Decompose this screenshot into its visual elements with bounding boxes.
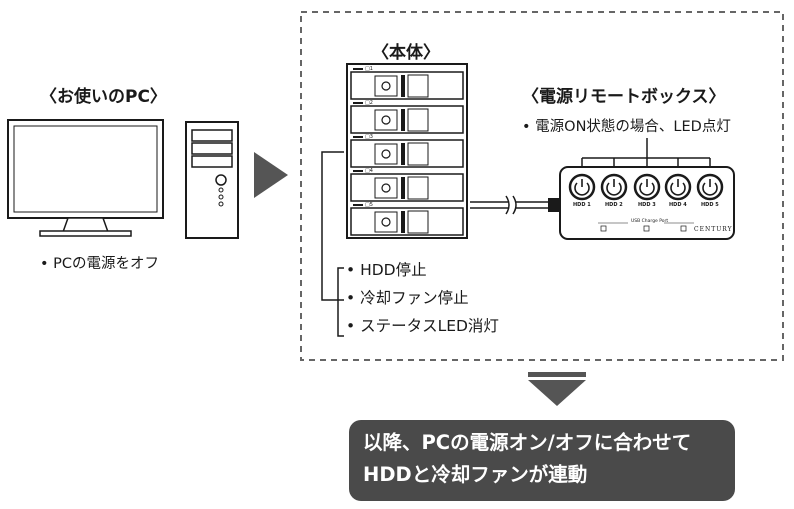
status-bracket xyxy=(321,151,344,337)
hdd-bay-1 xyxy=(350,68,464,100)
result-line-1: 以降、PCの電源オン/オフに合わせて xyxy=(363,431,692,454)
power-button-4-icon xyxy=(664,173,692,201)
usb-port-label: USB Charge Port xyxy=(631,219,669,224)
hdd-4-label: HDD 4 xyxy=(669,202,687,208)
result-banner: 以降、PCの電源オン/オフに合わせて HDDと冷却ファンが連動 xyxy=(349,420,735,501)
bay-label-1: □1 xyxy=(365,66,373,72)
cable xyxy=(470,195,560,215)
monitor-icon xyxy=(7,119,164,237)
remote-box xyxy=(559,166,735,240)
unit-title: 〈本体〉 xyxy=(372,43,440,63)
remote-title: 〈電源リモートボックス〉 xyxy=(522,87,726,107)
right-arrow-icon xyxy=(254,152,288,198)
status-fan-stop: • 冷却ファン停止 xyxy=(346,289,469,307)
hdd-3-label: HDD 3 xyxy=(638,202,656,208)
status-led-off: • ステータスLED消灯 xyxy=(346,317,499,335)
hdd-bay-4 xyxy=(350,170,464,202)
power-button-1-icon xyxy=(568,173,596,201)
result-line-2: HDDと冷却ファンが連動 xyxy=(363,463,588,486)
hdd-1-label: HDD 1 xyxy=(573,202,591,208)
power-button-5-icon xyxy=(696,173,724,201)
hdd-bay-5 xyxy=(350,204,464,236)
bay-label-3: □3 xyxy=(365,134,373,140)
power-button-2-icon xyxy=(600,173,628,201)
status-hdd-stop: • HDD停止 xyxy=(346,261,427,279)
bay-label-4: □4 xyxy=(365,168,373,174)
hdd-enclosure xyxy=(346,63,468,239)
hdd-5-label: HDD 5 xyxy=(701,202,719,208)
brand-label: CENTURY xyxy=(694,226,733,233)
pc-note: • PCの電源をオフ xyxy=(40,256,160,272)
down-arrow-icon xyxy=(528,372,586,406)
pc-tower-icon xyxy=(185,121,239,239)
remote-note: • 電源ON状態の場合、LED点灯 xyxy=(522,119,731,135)
pc-illustration xyxy=(7,119,239,239)
hdd-bay-3 xyxy=(350,136,464,168)
bay-label-2: □2 xyxy=(365,100,373,106)
hdd-2-label: HDD 2 xyxy=(605,202,623,208)
hdd-bay-2 xyxy=(350,102,464,134)
pc-title: 〈お使いのPC〉 xyxy=(40,87,167,107)
led-leader-lines xyxy=(581,138,711,172)
power-button-3-icon xyxy=(633,173,661,201)
bay-label-5: □5 xyxy=(365,202,373,208)
